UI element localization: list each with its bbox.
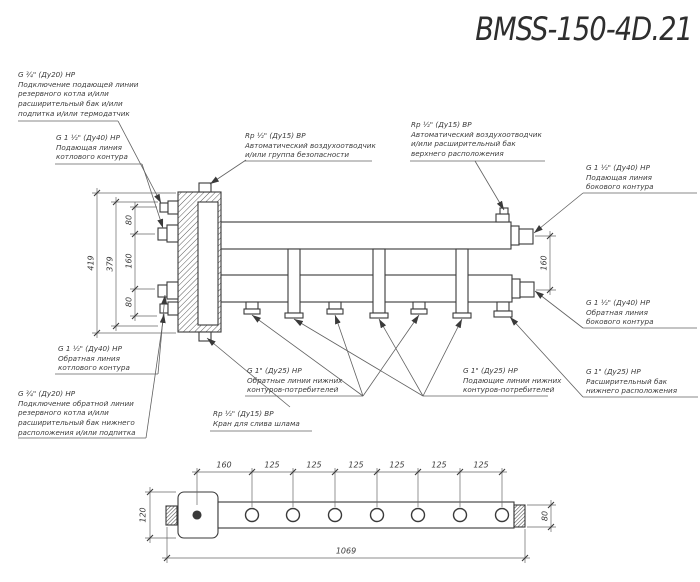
dim-bottom-pitch: 125 — [473, 460, 489, 470]
callout-text: Подключение обратной линии резервного ко… — [18, 398, 136, 437]
tank-bottom-stub — [496, 301, 510, 312]
side-return-nipple — [519, 281, 535, 298]
side-supply-nipple — [518, 228, 534, 245]
thread-size: Rp ½" (Ду15) ВР — [245, 131, 306, 140]
return-stub — [412, 301, 426, 310]
callout-side-return: G 1 ½" (Ду40) НР Обратная линия бокового… — [586, 298, 698, 327]
dim-left-total: 419 — [86, 255, 96, 271]
thread-size: Rp ½" (Ду15) ВР — [411, 120, 472, 129]
return-stub — [328, 301, 342, 310]
thread-size: G ¾" (Ду20) НР — [18, 389, 76, 398]
dim-bottom-total: 1069 — [335, 546, 357, 556]
callout-text: Кран для слива шлама — [213, 418, 300, 428]
thread-size: G 1" (Ду25) НР — [586, 367, 641, 376]
port-hole-filled — [192, 510, 202, 520]
callout-text: Автоматический воздухоотводчик и/или рас… — [411, 129, 542, 159]
callout-boiler-supply-aux: G ¾" (Ду20) НР Подключение подающей лини… — [18, 70, 152, 119]
dim-left-gap-3: 80 — [124, 296, 134, 308]
callout-consumers-return: G 1" (Ду25) НР Обратные линии нижних кон… — [247, 366, 372, 395]
dim-left-gap-2: 160 — [124, 253, 134, 269]
bottom-view — [165, 491, 526, 539]
thread-size: G 1" (Ду25) НР — [463, 366, 518, 375]
thread-size: G ¾" (Ду20) НР — [18, 70, 76, 79]
left-end-cap — [165, 505, 178, 526]
thread-size: G 1 ½" (Ду40) НР — [56, 133, 120, 142]
dim-bottom-first: 160 — [216, 460, 232, 470]
port-aux-return — [167, 301, 179, 316]
callout-air-vent-tank: Rp ½" (Ду15) ВР Автоматический воздухоот… — [411, 120, 551, 159]
callout-text: Подключение подающей линии резервного ко… — [18, 79, 139, 118]
side-view — [157, 182, 535, 342]
callout-text: Расширительный бак нижнего расположения — [586, 376, 678, 396]
boiler-flange — [157, 182, 222, 342]
drain-stub — [198, 331, 212, 342]
callout-text: Обратные линии нижних контуров-потребите… — [247, 375, 343, 395]
left-dimensions — [92, 188, 176, 338]
top-right-stub — [499, 207, 509, 215]
dim-bottom-pitch: 125 — [389, 460, 405, 470]
callout-text: Подающая линия бокового контура — [586, 172, 654, 192]
dim-bottom-pitch: 125 — [431, 460, 447, 470]
bottom-dimensions — [145, 468, 556, 563]
drawing-title: BMSS-150-4D.21 — [475, 10, 693, 48]
callout-boiler-return-aux: G ¾" (Ду20) НР Подключение обратной лини… — [18, 389, 153, 438]
callout-text: Обратная линия бокового контура — [586, 307, 654, 327]
callout-text: Подающие линии нижних контуров-потребите… — [463, 375, 562, 395]
air-vent-stub — [198, 182, 212, 193]
dim-bottom-pitch: 125 — [348, 460, 364, 470]
thread-size: G 1 ½" (Ду40) НР — [586, 298, 650, 307]
port-boiler-supply — [166, 224, 179, 243]
callout-boiler-return: G 1 ½" (Ду40) НР Обратная линия котловог… — [58, 344, 163, 373]
thread-size: G 1 ½" (Ду40) НР — [586, 163, 650, 172]
callout-side-supply: G 1 ½" (Ду40) НР Подающая линия бокового… — [586, 163, 698, 192]
leader-lines — [117, 120, 584, 439]
callout-tank-bottom: G 1" (Ду25) НР Расширительный бак нижнег… — [586, 367, 700, 396]
dim-right-gap: 160 — [539, 255, 549, 271]
dim-left-gap-1: 80 — [124, 214, 134, 226]
leader-shelves — [18, 120, 698, 439]
port-boiler-return — [166, 281, 179, 300]
dim-bottom-right-height: 80 — [540, 510, 550, 522]
return-stub — [245, 301, 259, 310]
callout-consumers-supply: G 1" (Ду25) НР Подающие линии нижних кон… — [463, 366, 588, 395]
thread-size: G 1 ½" (Ду40) НР — [58, 344, 122, 353]
thread-size: Rp ½" (Ду15) ВР — [213, 409, 274, 418]
callout-text: Обратная линия котлового контура — [58, 353, 130, 373]
supply-beam — [220, 221, 512, 250]
callout-air-vent: Rp ½" (Ду15) ВР Автоматический воздухоот… — [245, 131, 380, 160]
callout-drain: Rp ½" (Ду15) ВР Кран для слива шлама — [213, 409, 323, 428]
dim-bottom-pitch: 125 — [306, 460, 322, 470]
callout-boiler-supply: G 1 ½" (Ду40) НР Подающая линия котловог… — [56, 133, 166, 162]
right-end-cap — [513, 504, 526, 528]
dim-bottom-left-height: 120 — [138, 507, 148, 523]
right-dimension — [535, 231, 556, 295]
supply-drop — [455, 248, 469, 314]
callout-text: Автоматический воздухоотводчик и/или гру… — [245, 140, 376, 160]
dim-bottom-pitch: 125 — [264, 460, 280, 470]
consumer-connections — [243, 248, 513, 319]
port-aux-supply — [167, 200, 179, 215]
collector-bar — [217, 501, 515, 529]
thread-size: G 1" (Ду25) НР — [247, 366, 302, 375]
port-holes — [244, 507, 510, 523]
dim-left-inner: 379 — [105, 256, 115, 272]
supply-drop — [287, 248, 301, 314]
supply-drop — [372, 248, 386, 314]
callout-text: Подающая линия котлового контура — [56, 142, 128, 162]
